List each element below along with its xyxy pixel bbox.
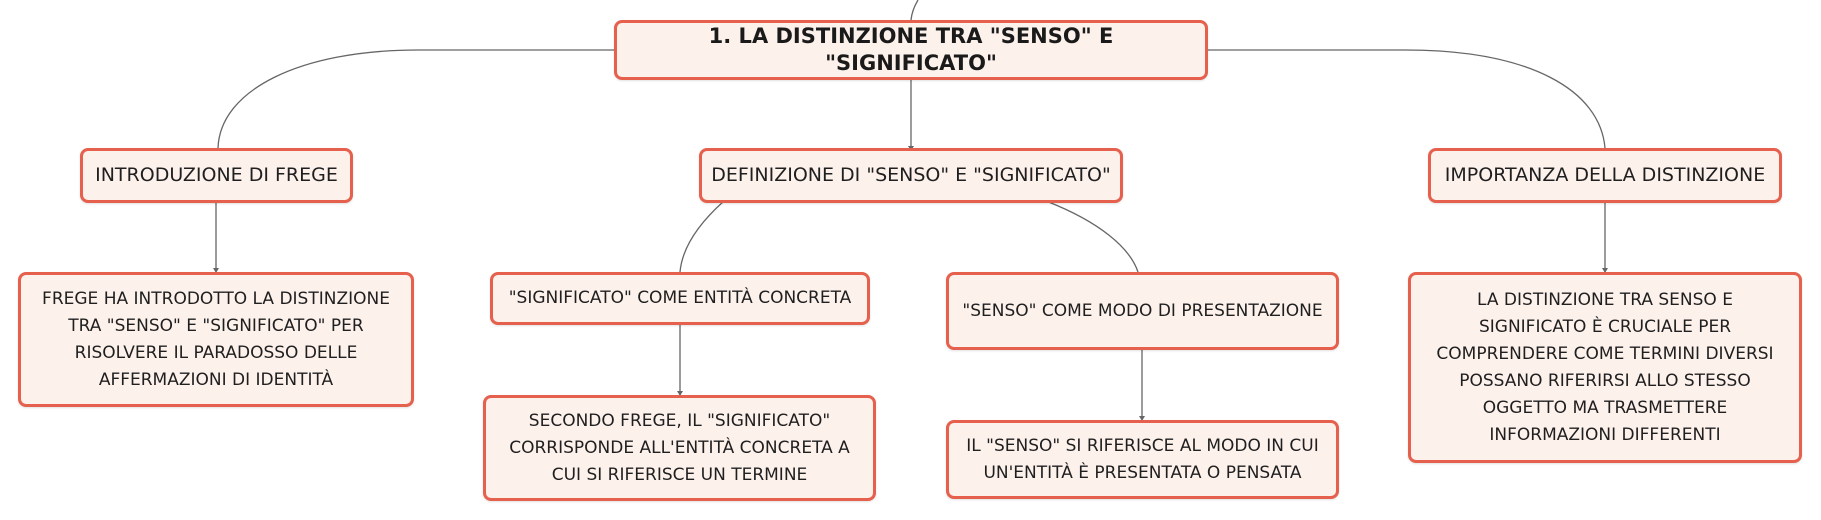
subtopic-senso-detail[interactable]: IL "SENSO" SI RIFERISCE AL MODO IN CUI U… [946, 420, 1339, 499]
subtopic-importance-detail[interactable]: LA DISTINZIONE TRA SENSO E SIGNIFICATO È… [1408, 272, 1802, 463]
central-topic[interactable]: 1. LA DISTINZIONE TRA "SENSO" E "SIGNIFI… [614, 20, 1208, 80]
connector-parent-to-root [910, 0, 919, 21]
connector-definition-to-senso [1045, 200, 1139, 273]
topic-intro-frege[interactable]: INTRODUZIONE DI FREGE [80, 148, 353, 203]
connector-root-to-intro [217, 49, 614, 149]
subtopic-significato-detail[interactable]: SECONDO FREGE, IL "SIGNIFICATO" CORRISPO… [483, 395, 876, 501]
arrow-senso-detail [1139, 416, 1145, 421]
subtopic-intro-detail[interactable]: FREGE HA INTRODOTTO LA DISTINZIONE TRA "… [18, 272, 414, 407]
subtopic-significato[interactable]: "SIGNIFICATO" COME ENTITÀ CONCRETA [490, 272, 870, 325]
arrow-significato-detail [677, 391, 683, 396]
topic-importance[interactable]: IMPORTANZA DELLA DISTINZIONE [1428, 148, 1782, 203]
connector-definition-to-significato [679, 200, 725, 273]
arrow-importance-detail [1602, 268, 1608, 273]
arrow-intro-detail [213, 268, 219, 273]
topic-definition[interactable]: DEFINIZIONE DI "SENSO" E "SIGNIFICATO" [699, 148, 1123, 203]
subtopic-senso[interactable]: "SENSO" COME MODO DI PRESENTAZIONE [946, 272, 1339, 350]
connector-root-to-importance [1207, 49, 1606, 149]
